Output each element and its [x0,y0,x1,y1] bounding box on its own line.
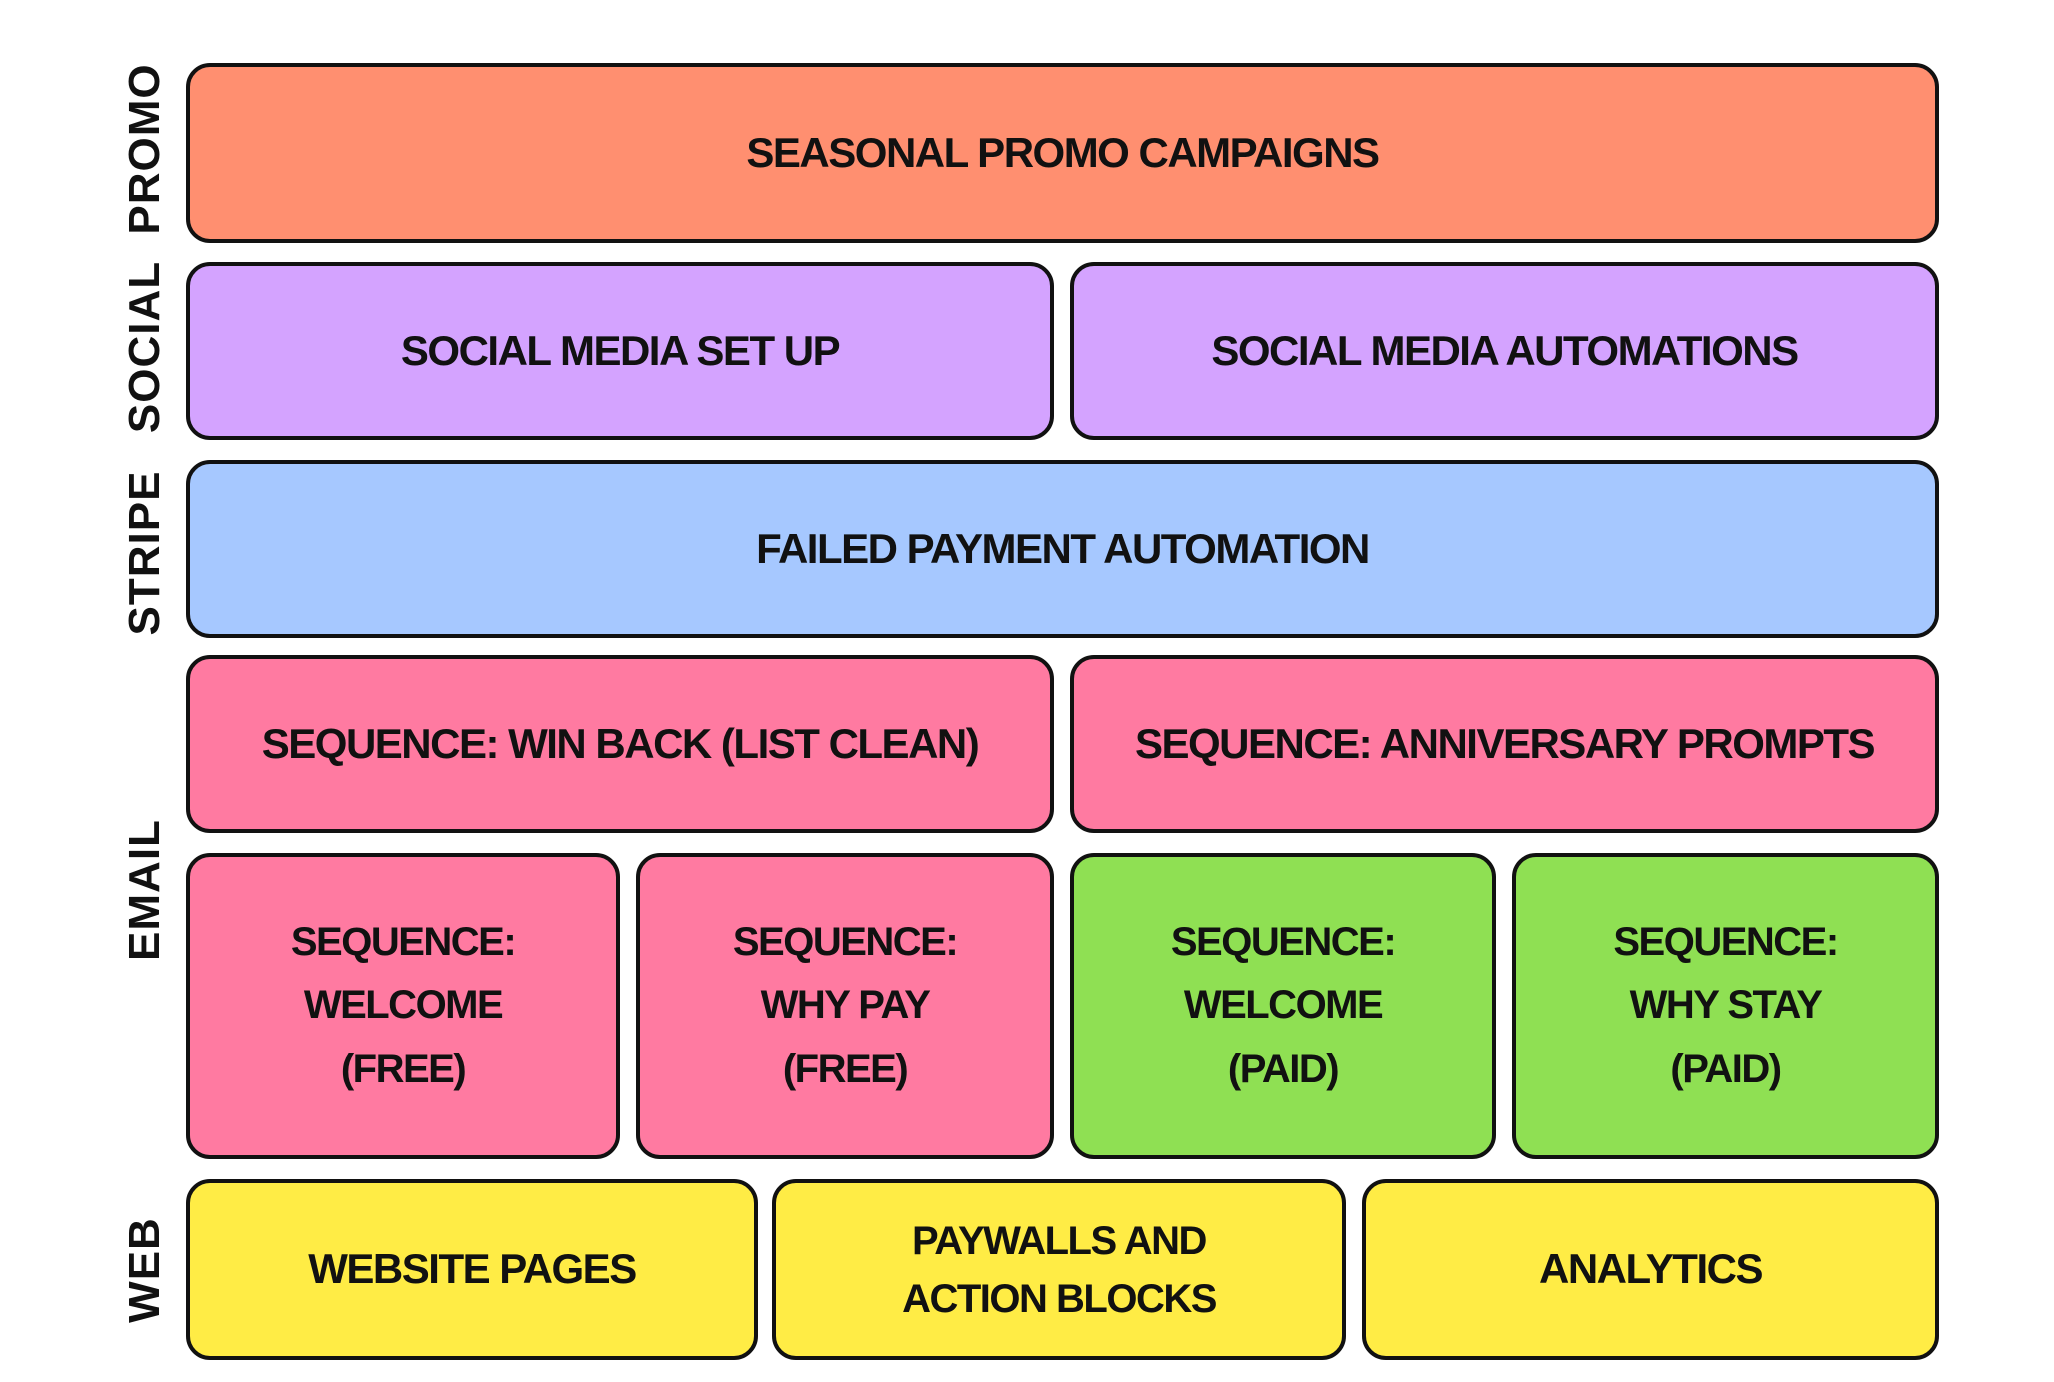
sequence-why-pay-free-box: SEQUENCE: WHY PAY (FREE) [636,853,1054,1159]
social-media-setup-box: SOCIAL MEDIA SET UP [186,262,1054,440]
sequence-why-pay-free-text: SEQUENCE: WHY PAY (FREE) [732,920,959,1091]
sequence-why-stay-paid-text: SEQUENCE: WHY STAY (PAID) [1613,920,1839,1091]
website-pages-box: WEBSITE PAGES [186,1179,758,1360]
sequence-why-stay-paid-box: SEQUENCE: WHY STAY (PAID) [1512,853,1939,1159]
analytics-box: ANALYTICS [1362,1179,1939,1360]
paywalls-action-blocks-box: PAYWALLS AND ACTION BLOCKS [772,1179,1346,1360]
sequence-anniversary-prompts-box: SEQUENCE: ANNIVERSARY PROMPTS [1070,655,1939,833]
social-media-automations-box: SOCIAL MEDIA AUTOMATIONS [1070,262,1939,440]
sequence-welcome-paid-text: SEQUENCE: WELCOME (PAID) [1170,920,1397,1091]
sequence-win-back-box: SEQUENCE: WIN BACK (LIST CLEAN) [186,655,1054,833]
sequence-welcome-free-text: SEQUENCE: WELCOME (FREE) [290,920,517,1091]
paywalls-action-blocks-text: PAYWALLS AND ACTION BLOCKS [902,1218,1217,1321]
sequence-welcome-free-box: SEQUENCE: WELCOME (FREE) [186,853,620,1159]
failed-payment-automation-box: FAILED PAYMENT AUTOMATION [186,460,1939,638]
seasonal-promo-campaigns-box: SEASONAL PROMO CAMPAIGNS [186,63,1939,243]
sequence-welcome-paid-box: SEQUENCE: WELCOME (PAID) [1070,853,1496,1159]
